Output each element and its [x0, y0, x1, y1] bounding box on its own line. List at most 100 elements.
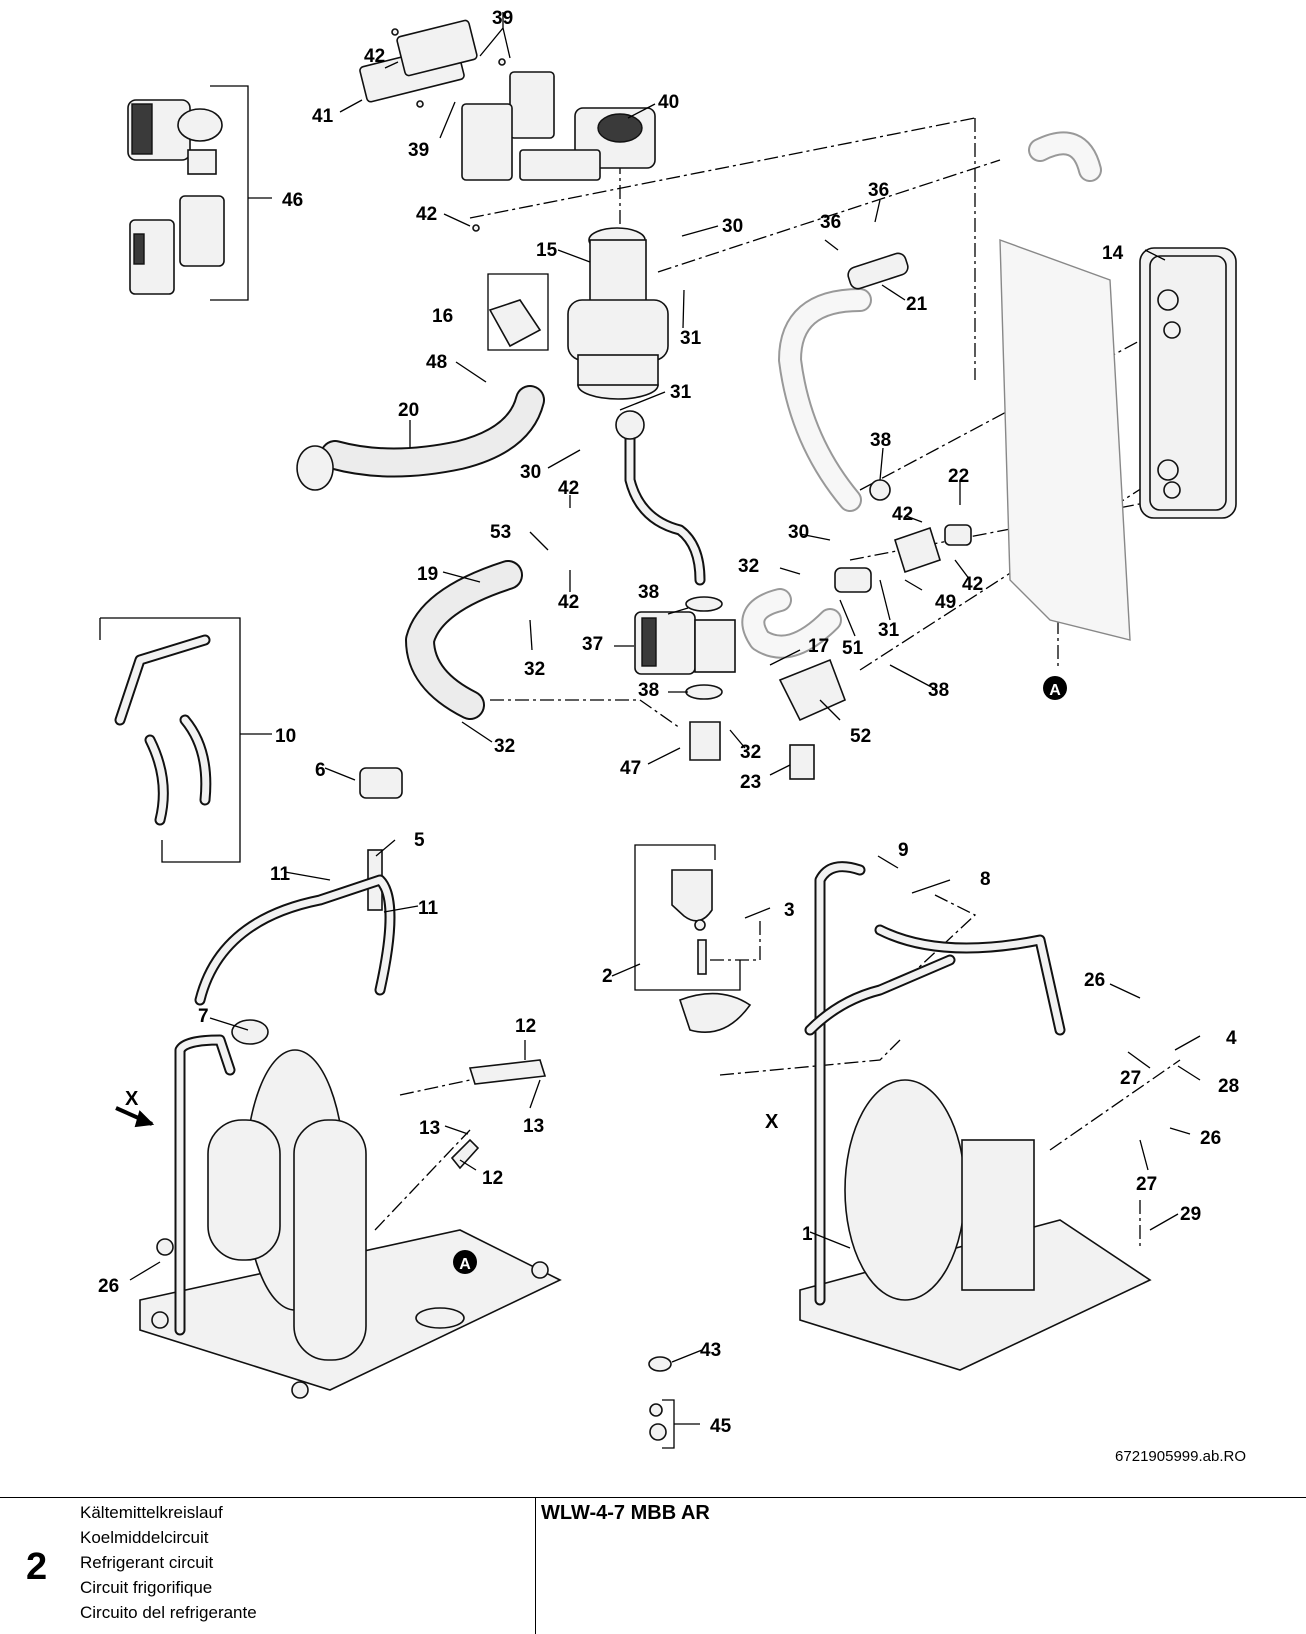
callout-49: 49 — [935, 592, 956, 613]
callout-16: 16 — [432, 306, 453, 327]
callout-37: 37 — [582, 634, 603, 655]
callout-29: 29 — [1180, 1204, 1201, 1225]
callout-42: 42 — [364, 46, 385, 67]
callout-17: 17 — [808, 636, 829, 657]
callout-39: 39 — [408, 140, 429, 161]
compressor-unit-right — [799, 861, 1152, 1371]
callout-5: 5 — [414, 830, 425, 851]
footer: 2 Kältemittelkreislauf Koelmiddelcircuit… — [0, 1497, 1306, 1634]
callout-30: 30 — [722, 216, 743, 237]
fittings-right — [778, 252, 972, 780]
callout-21: 21 — [906, 294, 928, 315]
callout-43: 43 — [700, 1340, 721, 1361]
callout-11: 11 — [418, 898, 439, 919]
pipe-set-and-coil — [99, 617, 403, 911]
callout-41: 41 — [312, 106, 334, 127]
callout-13: 13 — [523, 1116, 544, 1137]
callout-32: 32 — [740, 742, 761, 763]
callout-23: 23 — [740, 772, 761, 793]
callout-45: 45 — [710, 1416, 732, 1437]
callout-38: 38 — [638, 680, 659, 701]
compressor-unit-left — [139, 874, 562, 1399]
ref-a-label-top: A — [1049, 682, 1061, 699]
reference-markers: A A — [453, 676, 1067, 1274]
small-parts — [648, 1356, 700, 1449]
callout-42: 42 — [558, 592, 579, 613]
callout-36: 36 — [820, 212, 841, 233]
callout-32: 32 — [494, 736, 515, 757]
view-x-label-left: X — [125, 1088, 139, 1110]
callout-42: 42 — [558, 478, 579, 499]
callout-46: 46 — [282, 190, 303, 211]
callout-32: 32 — [738, 556, 759, 577]
ref-a-marker-bottom — [453, 1250, 477, 1274]
valve-detail-group — [634, 844, 752, 1034]
title-de: Kältemittelkreislauf — [80, 1503, 223, 1522]
footer-divider — [535, 1498, 536, 1634]
ref-a-label-bottom: A — [459, 1256, 471, 1273]
callout-7: 7 — [198, 1006, 209, 1027]
ref-a-marker-top — [1043, 676, 1067, 700]
callout-3: 3 — [784, 900, 795, 921]
callout-9: 9 — [898, 840, 909, 861]
view-arrows: X X — [115, 1088, 779, 1133]
title-nl: Koelmiddelcircuit — [80, 1528, 209, 1547]
callout-31: 31 — [878, 620, 900, 641]
document-number: 6721905999.ab.RO — [1115, 1448, 1246, 1465]
callout-2: 2 — [602, 966, 613, 987]
callout-51: 51 — [842, 638, 864, 659]
callout-40: 40 — [658, 92, 679, 113]
filter-housing — [487, 227, 669, 400]
callout-52: 52 — [850, 726, 871, 747]
callout-28: 28 — [1218, 1076, 1239, 1097]
section-number: 2 — [26, 1546, 48, 1588]
callout-30: 30 — [520, 462, 541, 483]
callout-26: 26 — [98, 1276, 119, 1297]
callout-8: 8 — [980, 869, 991, 890]
callout-42: 42 — [416, 204, 437, 225]
callout-53: 53 — [490, 522, 511, 543]
callout-27: 27 — [1136, 1174, 1157, 1195]
plate-heat-exchanger — [1139, 247, 1237, 519]
callout-39: 39 — [492, 8, 513, 29]
callout-42: 42 — [962, 574, 983, 595]
circulation-pump — [634, 596, 736, 761]
callout-30: 30 — [788, 522, 809, 543]
control-housings — [359, 19, 656, 232]
callout-38: 38 — [870, 430, 891, 451]
callout-11: 11 — [270, 864, 291, 885]
callout-31: 31 — [670, 382, 692, 403]
title-fr: Circuit frigorifique — [80, 1578, 213, 1597]
callout-22: 22 — [948, 466, 969, 487]
callout-27: 27 — [1120, 1068, 1141, 1089]
callout-47: 47 — [620, 758, 641, 779]
callout-12: 12 — [515, 1016, 536, 1037]
title-it: Circuito del refrigerante — [80, 1603, 257, 1622]
model-name: WLW-4-7 MBB AR — [541, 1502, 710, 1524]
connecting-pipe — [615, 410, 706, 586]
callout-20: 20 — [398, 400, 419, 421]
callout-10: 10 — [275, 726, 296, 747]
callout-14: 14 — [1102, 243, 1124, 264]
callout-4: 4 — [1226, 1028, 1237, 1049]
callout-6: 6 — [315, 760, 326, 781]
callout-38: 38 — [928, 680, 949, 701]
frame-ghost — [741, 131, 1131, 659]
callout-1: 1 — [802, 1224, 813, 1245]
view-x-label-right: X — [765, 1111, 779, 1133]
callout-13: 13 — [419, 1118, 440, 1139]
callout-26: 26 — [1084, 970, 1105, 991]
callout-42: 42 — [892, 504, 913, 525]
callout-26: 26 — [1200, 1128, 1221, 1149]
water-hoses — [296, 385, 545, 720]
section-titles: Kältemittelkreislauf Koelmiddelcircuit R… — [80, 1500, 257, 1625]
pump-motor-variants — [127, 85, 272, 301]
callout-12: 12 — [482, 1168, 503, 1189]
leader-lines — [129, 12, 1201, 1363]
callout-15: 15 — [536, 240, 558, 261]
callout-48: 48 — [426, 352, 447, 373]
callout-labels: 42 39 40 41 39 42 46 15 30 16 31 48 31 2… — [98, 8, 1239, 1437]
callout-38: 38 — [638, 582, 659, 603]
exploded-parts-diagram: A A X X — [98, 8, 1239, 1449]
callout-32: 32 — [524, 659, 545, 680]
